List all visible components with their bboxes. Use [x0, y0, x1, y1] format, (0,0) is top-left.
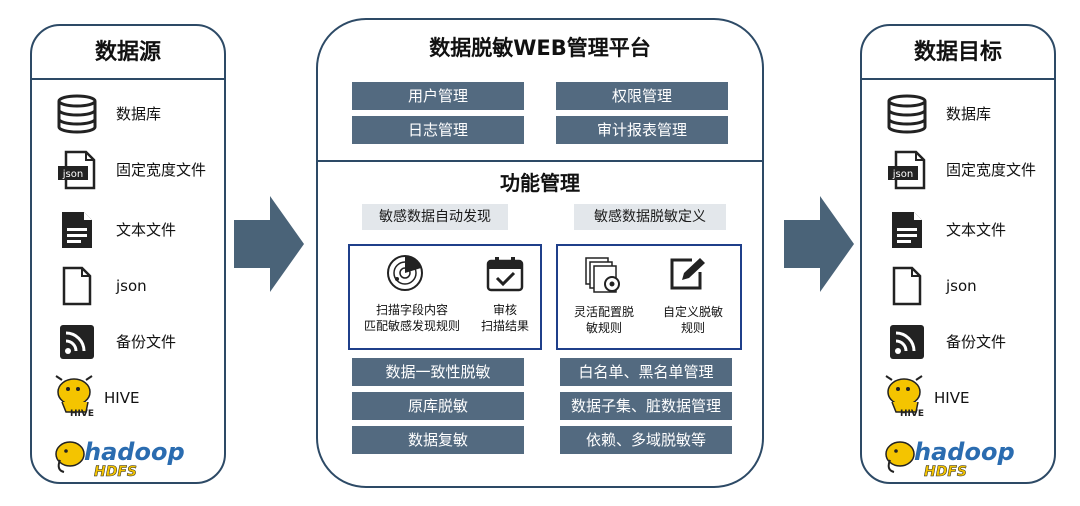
data-target-title: 数据目标: [862, 26, 1054, 80]
hive-logo: HIVE: [882, 374, 928, 419]
flow-arrow-right-icon: [784, 196, 854, 292]
consistent-masking-box: 数据一致性脱敏: [352, 358, 524, 386]
calendar-check-icon: [486, 257, 524, 292]
source-item: 文本文件: [862, 210, 1054, 250]
custom-rule-line1: 自定义脱敏: [662, 305, 723, 319]
auto-discovery-title: 敏感数据自动发现: [362, 204, 508, 230]
audit-results-line2: 扫描结果: [480, 319, 529, 333]
item-label: json: [946, 277, 977, 295]
custom-rule-label: 自定义脱敏 规则: [650, 304, 736, 336]
item-label: 文本文件: [116, 221, 177, 239]
audit-results-label: 审核 扫描结果: [474, 302, 536, 334]
flexible-config-line2: 敏规则: [585, 321, 622, 335]
json-file-icon: json: [884, 150, 930, 190]
subset-dirty-data-box: 数据子集、脏数据管理: [560, 392, 732, 420]
rss-icon: [54, 322, 100, 362]
audit-results-line1: 审核: [492, 303, 517, 317]
masking-definition-title: 敏感数据脱敏定义: [574, 204, 726, 230]
source-item: json: [862, 266, 1054, 306]
logo-text: json: [892, 169, 913, 180]
log-management-box: 日志管理: [352, 116, 524, 144]
scan-content-line1: 扫描字段内容: [375, 303, 448, 317]
item-label: 文本文件: [946, 221, 1007, 239]
source-item: json: [32, 266, 224, 306]
logo-text: HDFS: [924, 464, 967, 478]
document-icon: [54, 210, 100, 250]
audit-report-box: 审计报表管理: [556, 116, 728, 144]
logo-text: HIVE: [70, 409, 94, 418]
logo-text: json: [62, 169, 83, 180]
files-gear-icon: [585, 257, 620, 293]
json-file-icon: json: [54, 150, 100, 190]
scan-content-line2: 匹配敏感发现规则: [363, 319, 460, 333]
source-item: json 固定宽度文件: [862, 150, 1054, 190]
database-icon: [884, 94, 930, 134]
item-label: 固定宽度文件: [946, 161, 1037, 179]
data-target-panel: 数据目标 数据库 json 固定宽度文件文本文件 json 备份文件 HIVE HIVE ha…: [860, 24, 1056, 484]
section-divider: [318, 160, 762, 162]
custom-rule-line2: 规则: [680, 321, 705, 335]
source-item: 数据库: [862, 94, 1054, 134]
flow-arrow-right-icon: [234, 196, 304, 292]
rss-icon: [884, 322, 930, 362]
masking-platform-panel: 数据脱敏WEB管理平台 用户管理 权限管理 日志管理 审计报表管理 功能管理 敏…: [316, 18, 764, 488]
hive-logo: HIVE: [52, 374, 98, 419]
data-source-title: 数据源: [32, 26, 224, 80]
in-place-masking-box: 原库脱敏: [352, 392, 524, 420]
source-item: 备份文件: [862, 322, 1054, 362]
logo-text: HDFS: [94, 464, 137, 478]
whitelist-blacklist-box: 白名单、黑名单管理: [560, 358, 732, 386]
file-icon: [884, 266, 930, 306]
logo-text: hadoop: [914, 438, 1015, 466]
data-remasking-box: 数据复敏: [352, 426, 524, 454]
item-label: HIVE: [104, 389, 140, 407]
source-item: HIVE HIVE: [862, 375, 1054, 419]
function-management-title: 功能管理: [500, 171, 580, 195]
document-icon: [884, 210, 930, 250]
database-icon: [54, 94, 100, 134]
logo-text: hadoop: [84, 438, 185, 466]
item-label: 数据库: [946, 105, 992, 123]
auto-discovery-frame: 扫描字段内容 匹配敏感发现规则 审核 扫描结果: [348, 244, 542, 350]
scan-content-label: 扫描字段内容 匹配敏感发现规则: [352, 302, 472, 334]
radar-icon: [387, 255, 423, 291]
source-item: HIVE HIVE: [32, 375, 224, 419]
flexible-config-label: 灵活配置脱 敏规则: [564, 304, 644, 336]
item-label: 数据库: [116, 105, 162, 123]
item-label: 备份文件: [116, 333, 177, 351]
item-label: json: [116, 277, 147, 295]
source-item: json 固定宽度文件: [32, 150, 224, 190]
item-label: HIVE: [934, 389, 970, 407]
source-item: 数据库: [32, 94, 224, 134]
source-item: 备份文件: [32, 322, 224, 362]
platform-title: 数据脱敏WEB管理平台: [429, 36, 651, 60]
file-icon: [54, 266, 100, 306]
flexible-config-line1: 灵活配置脱: [573, 305, 634, 319]
user-management-box: 用户管理: [352, 82, 524, 110]
masking-definition-frame: 灵活配置脱 敏规则 自定义脱敏 规则: [556, 244, 742, 350]
dependency-multidomain-box: 依赖、多域脱敏等: [560, 426, 732, 454]
edit-icon: [670, 258, 705, 290]
item-label: 备份文件: [946, 333, 1007, 351]
permission-management-box: 权限管理: [556, 82, 728, 110]
source-item: 文本文件: [32, 210, 224, 250]
data-source-panel: 数据源 数据库 json 固定宽度文件文本文件 json 备份文件 HIVE HIVE had…: [30, 24, 226, 484]
item-label: 固定宽度文件: [116, 161, 207, 179]
logo-text: HIVE: [900, 409, 924, 418]
